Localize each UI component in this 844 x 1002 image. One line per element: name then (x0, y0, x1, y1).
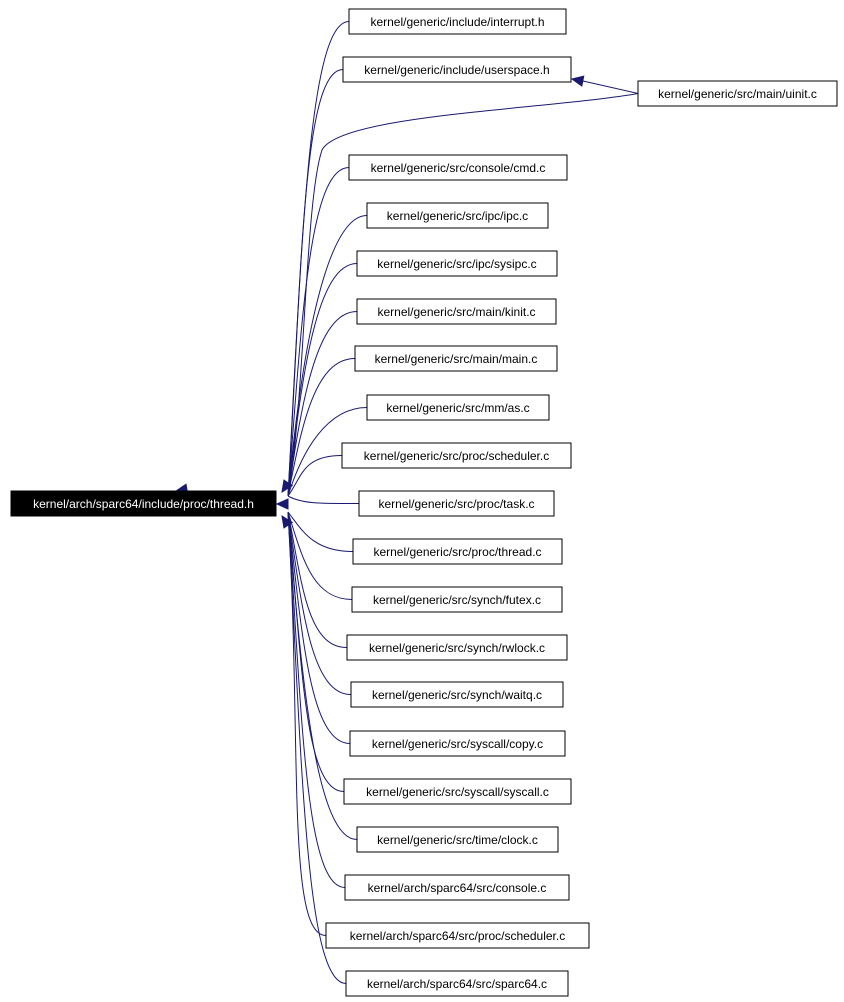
edge-kernel-generic-src-synch-rwlock-c (287, 511, 348, 648)
edge-kernel-generic-src-time-clock-c (287, 511, 358, 840)
node-kernel-arch-sparc64-src-sparc64-c[interactable]: kernel/arch/sparc64/src/sparc64.c (345, 970, 569, 997)
node-box[interactable] (356, 298, 557, 325)
node-kernel-generic-src-proc-thread-c[interactable]: kernel/generic/src/proc/thread.c (352, 538, 563, 565)
arrowhead-root-lower (281, 514, 294, 529)
edge-kernel-generic-src-main-main-c (287, 358, 356, 497)
node-label[interactable]: kernel/generic/src/syscall/syscall.c (366, 785, 549, 799)
root-node-label: kernel/arch/sparc64/include/proc/thread.… (33, 497, 254, 511)
node-kernel-generic-src-main-uinit-c[interactable]: kernel/generic/src/main/uinit.c (637, 80, 838, 107)
node-label[interactable]: kernel/generic/src/proc/thread.c (373, 545, 541, 559)
node-kernel-generic-src-proc-task-c[interactable]: kernel/generic/src/proc/task.c (358, 490, 555, 517)
node-label[interactable]: kernel/generic/src/ipc/ipc.c (387, 209, 528, 223)
node-label[interactable]: kernel/generic/src/mm/as.c (386, 401, 529, 415)
node-box[interactable] (356, 250, 558, 277)
node-kernel-generic-src-syscall-copy-c[interactable]: kernel/generic/src/syscall/copy.c (349, 730, 566, 757)
node-kernel-generic-src-synch-waitq-c[interactable]: kernel/generic/src/synch/waitq.c (350, 681, 564, 708)
node-kernel-generic-src-proc-scheduler-c[interactable]: kernel/generic/src/proc/scheduler.c (341, 442, 572, 469)
node-box[interactable] (366, 202, 549, 229)
node-kernel-arch-sparc64-src-proc-scheduler-c[interactable]: kernel/arch/sparc64/src/proc/scheduler.c (325, 922, 590, 949)
node-box[interactable] (346, 634, 568, 661)
edge-uinit-to-root (287, 93, 639, 497)
node-kernel-generic-src-main-main-c[interactable]: kernel/generic/src/main/main.c (354, 345, 558, 372)
edge-kernel-generic-include-userspace-h (287, 69, 344, 497)
node-kernel-generic-src-synch-futex-c[interactable]: kernel/generic/src/synch/futex.c (351, 586, 563, 613)
node-box[interactable] (343, 778, 572, 805)
node-box[interactable] (349, 730, 566, 757)
node-label[interactable]: kernel/generic/src/synch/waitq.c (372, 688, 542, 702)
node-box[interactable] (341, 442, 572, 469)
arrowhead-root-middle (275, 498, 289, 510)
root-node-box (10, 490, 277, 517)
node-box[interactable] (348, 154, 568, 181)
node-box[interactable] (358, 490, 555, 517)
node-box[interactable] (350, 681, 564, 708)
node-kernel-generic-src-console-cmd-c[interactable]: kernel/generic/src/console/cmd.c (348, 154, 568, 181)
node-label[interactable]: kernel/arch/sparc64/src/proc/scheduler.c (350, 929, 565, 943)
edge-kernel-generic-src-console-cmd-c (287, 167, 350, 497)
node-box[interactable] (352, 538, 563, 565)
node-label[interactable]: kernel/arch/sparc64/src/console.c (368, 881, 547, 895)
edge-kernel-generic-src-mm-as-c (287, 407, 368, 497)
node-box[interactable] (345, 970, 569, 997)
node-box[interactable] (366, 394, 550, 421)
node-box[interactable] (325, 922, 590, 949)
node-label[interactable]: kernel/generic/include/interrupt.h (370, 15, 544, 29)
edge-kernel-arch-sparc64-src-sparc64-c (287, 511, 347, 984)
node-label[interactable]: kernel/generic/src/syscall/copy.c (372, 737, 543, 751)
edge-kernel-generic-src-synch-waitq-c (287, 511, 352, 695)
node-kernel-generic-src-ipc-ipc-c[interactable]: kernel/generic/src/ipc/ipc.c (366, 202, 549, 229)
edge-kernel-generic-src-syscall-syscall-c (287, 511, 345, 792)
node-kernel-generic-src-time-clock-c[interactable]: kernel/generic/src/time/clock.c (356, 826, 559, 853)
graph-nodes: kernel/arch/sparc64/include/proc/thread.… (10, 8, 838, 997)
node-box[interactable] (637, 80, 838, 107)
edge-kernel-generic-src-ipc-sysipc-c (287, 263, 358, 497)
edge-kernel-generic-src-proc-scheduler-c (287, 455, 343, 497)
node-kernel-generic-src-mm-as-c[interactable]: kernel/generic/src/mm/as.c (366, 394, 550, 421)
node-kernel-arch-sparc64-src-console-c[interactable]: kernel/arch/sparc64/src/console.c (344, 874, 570, 901)
edge-uinit-to-userspace (582, 80, 639, 94)
node-label[interactable]: kernel/generic/src/time/clock.c (377, 833, 538, 847)
node-label[interactable]: kernel/generic/src/synch/futex.c (373, 593, 541, 607)
arrowhead-root-upper (281, 479, 294, 494)
node-box[interactable] (348, 8, 567, 35)
node-box[interactable] (344, 874, 570, 901)
node-label[interactable]: kernel/generic/src/synch/rwlock.c (369, 641, 545, 655)
node-box[interactable] (342, 56, 572, 83)
node-label[interactable]: kernel/generic/src/main/main.c (375, 352, 538, 366)
node-label[interactable]: kernel/generic/src/main/kinit.c (377, 305, 535, 319)
node-label[interactable]: kernel/generic/include/userspace.h (364, 63, 549, 77)
node-kernel-generic-src-synch-rwlock-c[interactable]: kernel/generic/src/synch/rwlock.c (346, 634, 568, 661)
node-box[interactable] (354, 345, 558, 372)
graph-edges (174, 21, 639, 984)
edge-kernel-generic-src-proc-task-c (287, 495, 360, 505)
edge-kernel-generic-src-ipc-ipc-c (287, 215, 368, 497)
node-label[interactable]: kernel/generic/src/ipc/sysipc.c (377, 257, 536, 271)
node-kernel-generic-src-ipc-sysipc-c[interactable]: kernel/generic/src/ipc/sysipc.c (356, 250, 558, 277)
node-label[interactable]: kernel/generic/src/main/uinit.c (658, 87, 817, 101)
node-kernel-generic-src-main-kinit-c[interactable]: kernel/generic/src/main/kinit.c (356, 298, 557, 325)
node-label[interactable]: kernel/generic/src/console/cmd.c (371, 161, 546, 175)
node-box[interactable] (356, 826, 559, 853)
edge-kernel-generic-src-syscall-copy-c (287, 511, 351, 744)
node-label[interactable]: kernel/generic/src/proc/task.c (378, 497, 534, 511)
node-box[interactable] (351, 586, 563, 613)
node-label[interactable]: kernel/generic/src/proc/scheduler.c (364, 449, 549, 463)
edge-kernel-arch-sparc64-src-console-c (287, 511, 346, 888)
edge-kernel-generic-src-proc-thread-c (287, 511, 354, 552)
node-kernel-generic-include-userspace-h[interactable]: kernel/generic/include/userspace.h (342, 56, 572, 83)
node-label[interactable]: kernel/arch/sparc64/src/sparc64.c (367, 977, 547, 991)
arrowhead-userspace (570, 75, 585, 87)
node-kernel-generic-include-interrupt-h[interactable]: kernel/generic/include/interrupt.h (348, 8, 567, 35)
edge-kernel-generic-src-synch-futex-c (287, 511, 353, 600)
node-kernel-generic-src-syscall-syscall-c[interactable]: kernel/generic/src/syscall/syscall.c (343, 778, 572, 805)
